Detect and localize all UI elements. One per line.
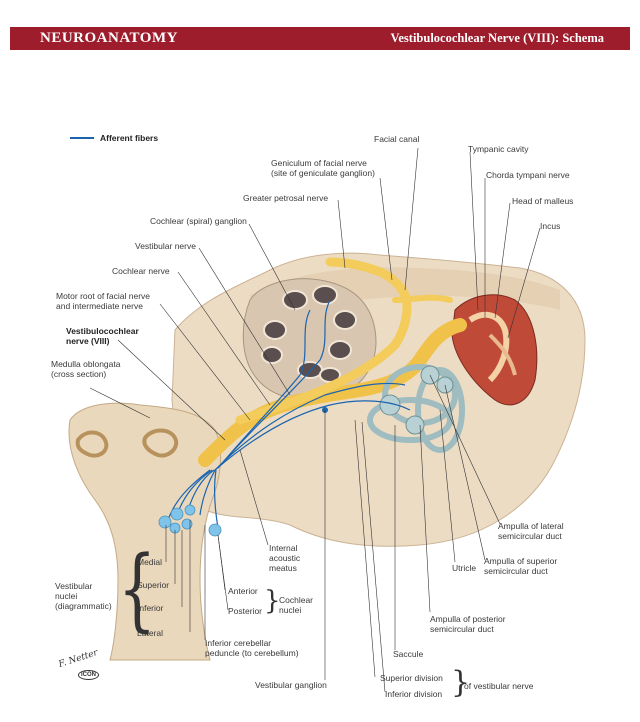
label-amp-sup-2: semicircular duct (484, 566, 548, 576)
label-anterior: Anterior (228, 586, 258, 596)
label-vc-nerve-1: Vestibulocochlear (66, 326, 139, 336)
label-saccule: Saccule (393, 649, 423, 659)
cochlea-bone (243, 279, 376, 400)
label-amp-post-1: Ampulla of posterior (430, 614, 506, 624)
icon-badge: ICON (78, 670, 99, 680)
label-medulla-2: (cross section) (51, 369, 106, 379)
label-amp-post-2: semicircular duct (430, 624, 494, 634)
label-icp-1: Inferior cerebellar (205, 638, 271, 648)
label-vc-nerve-2: nerve (VIII) (66, 336, 109, 346)
label-iam-3: meatus (269, 563, 297, 573)
netter-signature: F. Netter ICON (58, 652, 100, 682)
legend-afferent-label: Afferent fibers (100, 133, 158, 143)
label-cochlear-nerve: Cochlear nerve (112, 266, 170, 276)
label-motor-root-1: Motor root of facial nerve (56, 291, 150, 301)
vestibular-nuclei-brace: { (118, 545, 156, 635)
label-vest-nuclei-1: Vestibular (55, 581, 92, 591)
label-geniculum-2: (site of geniculate ganglion) (271, 168, 375, 178)
label-amp-lat-2: semicircular duct (498, 531, 562, 541)
label-vestibular-ganglion: Vestibular ganglion (255, 680, 327, 690)
label-medulla-1: Medulla oblongata (51, 359, 120, 369)
label-greater-petrosal: Greater petrosal nerve (243, 193, 328, 203)
label-posterior: Posterior (228, 606, 262, 616)
label-amp-sup-1: Ampulla of superior (484, 556, 557, 566)
label-superior-division: Superior division (380, 673, 443, 683)
label-cochlear-ganglion: Cochlear (spiral) ganglion (150, 216, 247, 226)
label-iam-1: Internal (269, 543, 297, 553)
label-vest-nuclei-3: (diagrammatic) (55, 601, 112, 611)
label-facial-canal: Facial canal (374, 134, 419, 144)
label-incus: Incus (540, 221, 560, 231)
label-iam-2: acoustic (269, 553, 300, 563)
label-utricle: Utricle (452, 563, 476, 573)
label-chorda-tympani: Chorda tympani nerve (486, 170, 570, 180)
label-inferior-division: Inferior division (385, 689, 442, 699)
afferent-legend-swatch (70, 137, 94, 139)
label-vestibular-nerve: Vestibular nerve (135, 241, 196, 251)
label-of-vestibular-nerve: of vestibular nerve (464, 681, 533, 691)
label-geniculum-1: Geniculum of facial nerve (271, 158, 367, 168)
label-vest-nuclei-2: nuclei (55, 591, 77, 601)
label-icp-2: peduncle (to cerebellum) (205, 648, 299, 658)
label-motor-root-2: and intermediate nerve (56, 301, 143, 311)
label-tympanic-cavity: Tympanic cavity (468, 144, 528, 154)
label-cochlear-nuclei-2: nuclei (279, 605, 301, 615)
label-cochlear-nuclei-1: Cochlear (279, 595, 313, 605)
label-head-malleus: Head of malleus (512, 196, 573, 206)
signature-text: F. Netter (57, 648, 99, 670)
label-amp-lat-1: Ampulla of lateral (498, 521, 564, 531)
